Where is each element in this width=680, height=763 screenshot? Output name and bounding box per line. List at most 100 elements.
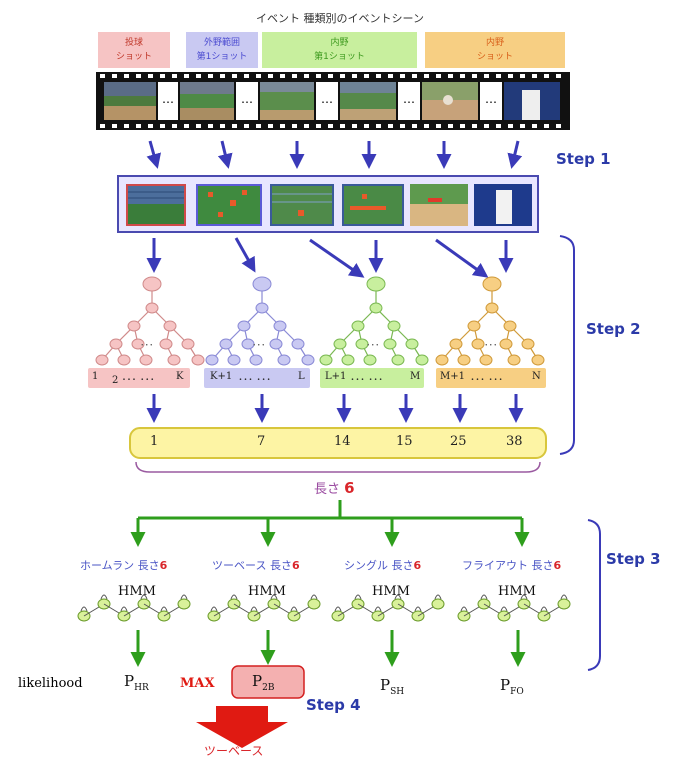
feature-frame-3 <box>270 184 334 226</box>
film-dots: … <box>162 92 174 106</box>
hmm-self-loop <box>460 606 468 612</box>
hmm-chains <box>77 594 571 622</box>
range-end: K <box>176 371 184 382</box>
cluster-tree-1 <box>95 276 205 366</box>
sequence-length: 長さ 6 <box>314 478 355 497</box>
step3-brace <box>587 519 601 671</box>
hmm-chain-1 <box>77 594 191 622</box>
step-3-label: Step 3 <box>606 550 661 568</box>
range-mid: 2 ･･･ ･･･ <box>112 375 155 386</box>
tree-node <box>503 320 517 332</box>
tree-node <box>269 338 283 350</box>
tree-dots: ･･･ <box>366 341 380 351</box>
tree-node <box>255 302 269 314</box>
film-frame-4 <box>340 82 396 120</box>
range-to-sequence-arrows <box>146 394 524 423</box>
hmm-self-loop <box>120 606 128 612</box>
cluster-trees <box>95 276 545 366</box>
tree-node <box>319 354 333 366</box>
hmm-self-loop <box>100 594 108 600</box>
tree-dots: ･･･ <box>252 341 266 351</box>
prob-arrows <box>130 630 526 667</box>
tree-node <box>117 354 131 366</box>
tree-node <box>139 354 153 366</box>
length-value: 6 <box>344 479 355 497</box>
step2-brace <box>559 235 575 455</box>
event-length-label: 長さ <box>137 559 160 572</box>
range-start: L+1 <box>325 371 347 382</box>
hmm-self-loop <box>480 594 488 600</box>
hmm-self-loop <box>374 606 382 612</box>
length-brace <box>135 461 541 473</box>
tree-node <box>521 338 535 350</box>
prob-symbol: P <box>380 676 391 694</box>
film-frame-3 <box>260 82 314 120</box>
tree-node <box>479 354 493 366</box>
film-frame-1 <box>104 82 156 120</box>
range-boxes <box>88 368 546 388</box>
film-frame-2 <box>180 82 234 120</box>
tree-node <box>355 338 369 350</box>
hmm-state <box>307 598 321 610</box>
tree-node <box>333 338 347 350</box>
feature-frame-6 <box>474 184 532 226</box>
shot-box-outfield: 外野範囲 第1ショット <box>186 32 258 68</box>
sequence-value: 15 <box>396 434 413 449</box>
feature-frame-1 <box>126 184 186 226</box>
event-length-label: 長さ <box>391 559 414 572</box>
tree-node <box>482 276 502 292</box>
tree-node <box>241 338 255 350</box>
tree-node <box>531 354 545 366</box>
prob-double: P2B <box>252 672 274 693</box>
shot-line2: 第1ショット <box>314 52 365 62</box>
film-dots: … <box>241 92 253 106</box>
tree-node <box>499 338 513 350</box>
range-start: M+1 <box>440 371 465 382</box>
length-label: 長さ <box>314 482 341 497</box>
tree-node <box>291 338 305 350</box>
tree-node <box>351 320 365 332</box>
hmm-self-loop <box>414 606 422 612</box>
hmm-self-loop <box>434 594 442 600</box>
event-length: 6 <box>413 559 422 572</box>
feature-frame-5 <box>410 184 468 226</box>
range-mid: ･･･ ･･･ <box>470 375 504 386</box>
range-mid: ･･･ ･･･ <box>350 375 384 386</box>
tree-node <box>387 320 401 332</box>
film-dots: … <box>485 92 497 106</box>
tree-dots: ･･･ <box>140 341 154 351</box>
shot-line1: 投球 <box>124 38 143 48</box>
hmm-self-loop <box>500 606 508 612</box>
shot-line2: ショット <box>115 52 152 62</box>
green-down-arrows <box>130 518 530 547</box>
prob-subscript: 2B <box>262 683 275 693</box>
step-2-label: Step 2 <box>586 320 641 338</box>
tree-node <box>227 354 241 366</box>
hmm-chain-3 <box>331 594 445 622</box>
hmm-label: HMM <box>372 584 410 599</box>
hmm-label: HMM <box>248 584 286 599</box>
tree-node <box>507 354 521 366</box>
film-strip <box>96 72 570 130</box>
tree-node <box>142 276 162 292</box>
hmm-self-loop <box>560 594 568 600</box>
film-frame-6 <box>504 82 560 120</box>
hmm-self-loop <box>394 594 402 600</box>
hmm-state <box>431 598 445 610</box>
shot-line2: ショット <box>476 52 513 62</box>
hmm-self-loop <box>270 594 278 600</box>
tree-node <box>467 320 481 332</box>
tree-node <box>277 354 291 366</box>
event-length-label: 長さ <box>531 559 554 572</box>
prob-symbol: P <box>500 676 511 694</box>
sequence-value: 25 <box>450 434 467 449</box>
prob-subscript: FO <box>510 687 524 697</box>
tree-node <box>457 354 471 366</box>
tree-node <box>205 354 219 366</box>
film-frame-5 <box>422 82 478 120</box>
tree-node <box>237 320 251 332</box>
hmm-self-loop <box>160 606 168 612</box>
tree-dots: ･･･ <box>484 341 498 351</box>
film-dots: … <box>403 92 415 106</box>
